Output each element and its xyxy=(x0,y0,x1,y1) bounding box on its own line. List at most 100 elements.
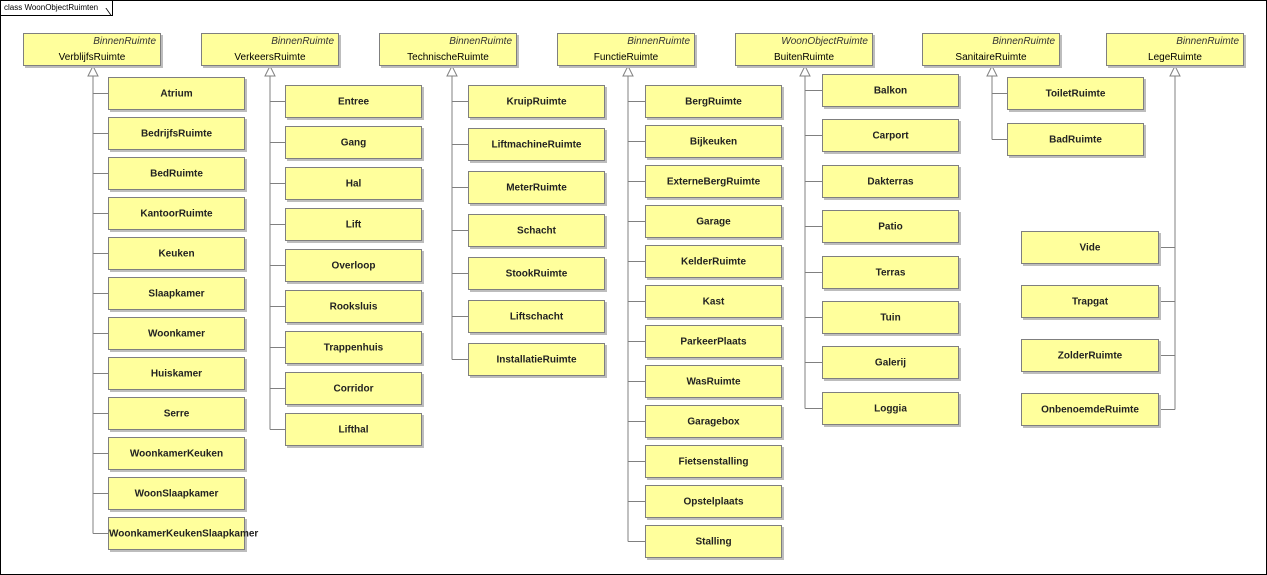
class-name: BedrijfsRuimte xyxy=(140,128,213,139)
class-woonkamerkeukenslaapkamer[interactable]: WoonkamerKeukenSlaapkamer xyxy=(108,517,258,550)
class-schacht[interactable]: Schacht xyxy=(468,214,605,247)
class-atrium[interactable]: Atrium xyxy=(108,77,245,110)
class-name: Loggia xyxy=(874,403,907,414)
class-vide[interactable]: Vide xyxy=(1021,231,1159,264)
class-name: TechnischeRuimte xyxy=(407,52,489,63)
class-woonkamer[interactable]: Woonkamer xyxy=(108,317,245,350)
class-balkon[interactable]: Balkon xyxy=(822,74,959,107)
class-corridor[interactable]: Corridor xyxy=(285,372,422,405)
class-name: Garage xyxy=(696,216,731,227)
class-bergruimte[interactable]: BergRuimte xyxy=(645,85,782,118)
class-overloop[interactable]: Overloop xyxy=(285,249,422,282)
class-fietsenstalling[interactable]: Fietsenstalling xyxy=(645,445,782,478)
class-parkeerplaats[interactable]: ParkeerPlaats xyxy=(645,325,782,358)
class-kantoorruimte[interactable]: KantoorRuimte xyxy=(108,197,245,230)
class-liftmachineruimte[interactable]: LiftmachineRuimte xyxy=(468,128,605,161)
class-name: FunctieRuimte xyxy=(593,52,659,63)
class-meterruimte[interactable]: MeterRuimte xyxy=(468,171,605,204)
class-installatieruimte[interactable]: InstallatieRuimte xyxy=(468,343,605,376)
class-trapgat[interactable]: Trapgat xyxy=(1021,285,1159,318)
class-terras[interactable]: Terras xyxy=(822,256,959,289)
class-lifthal[interactable]: Lifthal xyxy=(285,413,422,446)
class-name: OnbenoemdeRuimte xyxy=(1041,404,1139,415)
class-bedrijfsruimte[interactable]: BedrijfsRuimte xyxy=(108,117,245,150)
class-name: Terras xyxy=(875,267,906,278)
class-name: Opstelplaats xyxy=(683,496,744,507)
class-name: InstallatieRuimte xyxy=(496,354,577,365)
class-name: SanitaireRuimte xyxy=(955,52,1027,63)
class-name: LegeRuimte xyxy=(1148,52,1202,63)
generalization-arrowhead xyxy=(264,64,276,77)
class-keuken[interactable]: Keuken xyxy=(108,237,245,270)
class-trappenhuis[interactable]: Trappenhuis xyxy=(285,331,422,364)
class-name: BuitenRuimte xyxy=(773,52,835,63)
class-name: MeterRuimte xyxy=(506,182,567,193)
class-name: WoonkamerKeuken xyxy=(129,448,224,459)
class-woonslaapkamer[interactable]: WoonSlaapkamer xyxy=(108,477,245,510)
class-name: Stalling xyxy=(695,536,732,547)
class-externebergruimte[interactable]: ExterneBergRuimte xyxy=(645,165,782,198)
class-bijkeuken[interactable]: Bijkeuken xyxy=(645,125,782,158)
class-name: VerblijfsRuimte xyxy=(58,52,126,63)
class-opstelplaats[interactable]: Opstelplaats xyxy=(645,485,782,518)
class-name: StookRuimte xyxy=(505,268,568,279)
class-toiletruimte[interactable]: ToiletRuimte xyxy=(1007,77,1144,110)
class-tuin[interactable]: Tuin xyxy=(822,301,959,334)
class-name: Gang xyxy=(340,137,367,148)
class-name: ToiletRuimte xyxy=(1045,88,1106,99)
class-liftschacht[interactable]: Liftschacht xyxy=(468,300,605,333)
class-name: Vide xyxy=(1079,242,1101,253)
class-huiskamer[interactable]: Huiskamer xyxy=(108,357,245,390)
class-rooksluis[interactable]: Rooksluis xyxy=(285,290,422,323)
class-name: Trapgat xyxy=(1071,296,1109,307)
class-kelderruimte[interactable]: KelderRuimte xyxy=(645,245,782,278)
class-wasruimte[interactable]: WasRuimte xyxy=(645,365,782,398)
class-patio[interactable]: Patio xyxy=(822,210,959,243)
class-bedruimte[interactable]: BedRuimte xyxy=(108,157,245,190)
class-name: Serre xyxy=(163,408,190,419)
class-name: Rooksluis xyxy=(329,301,378,312)
class-kruipruimte[interactable]: KruipRuimte xyxy=(468,85,605,118)
class-name: KantoorRuimte xyxy=(140,208,213,219)
class-carport[interactable]: Carport xyxy=(822,119,959,152)
class-entree[interactable]: Entree xyxy=(285,85,422,118)
class-gang[interactable]: Gang xyxy=(285,126,422,159)
class-slaapkamer[interactable]: Slaapkamer xyxy=(108,277,245,310)
class-name: Corridor xyxy=(333,383,374,394)
class-woonkamerkeuken[interactable]: WoonkamerKeuken xyxy=(108,437,245,470)
class-name: WoonSlaapkamer xyxy=(134,488,219,499)
class-name: BedRuimte xyxy=(150,168,203,179)
class-lift[interactable]: Lift xyxy=(285,208,422,241)
class-stalling[interactable]: Stalling xyxy=(645,525,782,558)
class-stereotype: BinnenRuimte xyxy=(93,36,156,47)
generalization-arrowhead xyxy=(446,64,458,77)
class-serre[interactable]: Serre xyxy=(108,397,245,430)
class-zolderruimte[interactable]: ZolderRuimte xyxy=(1021,339,1159,372)
class-stereotype: BinnenRuimte xyxy=(449,36,512,47)
class-name: ExterneBergRuimte xyxy=(666,176,761,187)
class-name: Hal xyxy=(345,178,362,189)
class-stereotype: WoonObjectRuimte xyxy=(781,36,868,47)
class-kast[interactable]: Kast xyxy=(645,285,782,318)
class-badruimte[interactable]: BadRuimte xyxy=(1007,123,1144,156)
class-name: Liftschacht xyxy=(509,311,564,322)
class-garagebox[interactable]: Garagebox xyxy=(645,405,782,438)
class-onbenoemderuimte[interactable]: OnbenoemdeRuimte xyxy=(1021,393,1159,426)
class-stereotype: BinnenRuimte xyxy=(271,36,334,47)
class-galerij[interactable]: Galerij xyxy=(822,346,959,379)
class-loggia[interactable]: Loggia xyxy=(822,392,959,425)
class-hal[interactable]: Hal xyxy=(285,167,422,200)
class-dakterras[interactable]: Dakterras xyxy=(822,165,959,198)
class-stereotype: BinnenRuimte xyxy=(1176,36,1239,47)
class-name: Overloop xyxy=(331,260,376,271)
class-name: Patio xyxy=(878,221,903,232)
class-garage[interactable]: Garage xyxy=(645,205,782,238)
class-stookruimte[interactable]: StookRuimte xyxy=(468,257,605,290)
